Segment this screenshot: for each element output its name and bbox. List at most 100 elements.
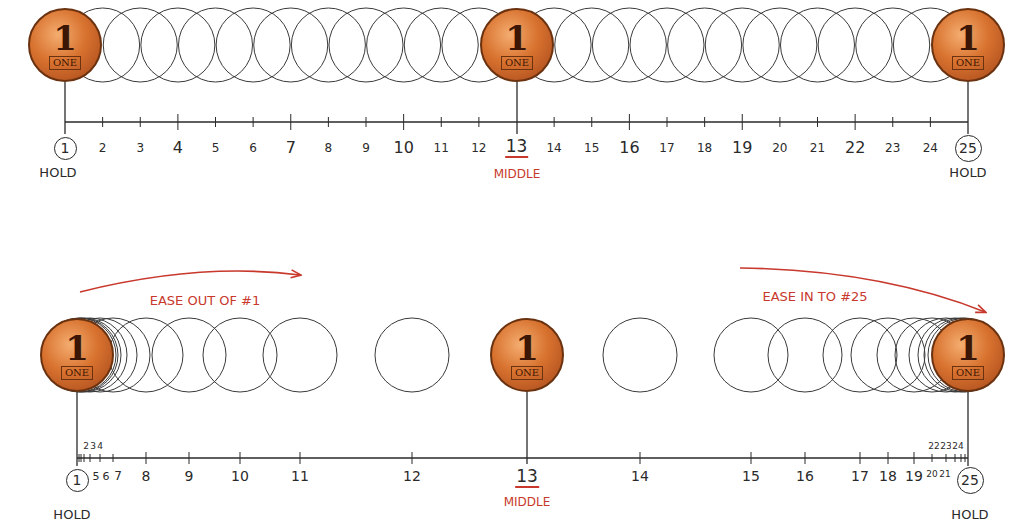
frame-tick [177, 114, 178, 130]
frame-tick [591, 117, 592, 127]
frame-number: 9 [361, 142, 371, 154]
hold-label: HOLD [948, 166, 987, 179]
frame-tick [554, 117, 555, 127]
frame-tick [478, 117, 479, 127]
frame-tick [366, 117, 367, 127]
frame-tick [81, 454, 82, 462]
frame-number: 24 [951, 442, 964, 451]
frame-tick [290, 114, 291, 130]
frame-tick [189, 452, 190, 464]
frame-number: 25 [961, 473, 979, 487]
frame-number: 24 [922, 142, 939, 154]
frame-number: 7 [113, 470, 123, 482]
frame-tick [146, 452, 147, 464]
coin-frame: 1ONE [931, 8, 1005, 82]
frame-tick [888, 452, 889, 464]
frame-tick [855, 114, 856, 130]
frame-number: 17 [850, 469, 870, 483]
key-drop-line [526, 392, 527, 464]
frame-tick [914, 452, 915, 464]
inbetween-outline [329, 8, 403, 82]
frame-tick [961, 454, 962, 462]
coin-inscription: ONE [511, 366, 543, 380]
frame-number: 25 [959, 141, 977, 155]
coin-frame: 1ONE [40, 318, 114, 392]
timeline [77, 457, 968, 458]
key-drop-line [967, 392, 968, 466]
coin-numeral: 1 [53, 21, 77, 55]
coin-numeral: 1 [956, 21, 980, 55]
key-drop-line [516, 82, 517, 134]
ease-arrow [80, 271, 300, 292]
frame-number: 22 [844, 140, 866, 156]
inbetween-outline [375, 318, 449, 392]
coin-frame: 1ONE [480, 8, 554, 82]
inbetween-outlines [42, 8, 1002, 392]
frame-number: 16 [795, 469, 815, 483]
frame-number: 6 [102, 471, 111, 482]
frame-tick [90, 454, 91, 462]
inbetween-outline [291, 8, 365, 82]
frame-tick [932, 454, 933, 462]
frame-tick [328, 117, 329, 127]
frame-number: 10 [392, 140, 414, 156]
inbetween-outline [592, 8, 666, 82]
hold-label: HOLD [52, 508, 91, 521]
frame-tick [805, 452, 806, 464]
ease-arrows [80, 268, 985, 312]
frame-number: 12 [402, 469, 422, 483]
frame-tick [640, 452, 641, 464]
inbetween-outline [263, 318, 337, 392]
frame-number: 12 [470, 142, 487, 154]
frame-tick [817, 117, 818, 127]
frame-number: 18 [696, 142, 713, 154]
coin-numeral: 1 [515, 331, 539, 365]
frame-tick [667, 117, 668, 127]
frame-number: 11 [290, 469, 310, 483]
frame-tick [441, 117, 442, 127]
frame-tick [140, 117, 141, 127]
frame-number: 1 [73, 473, 82, 487]
frame-tick [300, 452, 301, 464]
frame-tick [412, 452, 413, 464]
frame-number: 14 [630, 469, 650, 483]
inbetween-outline [714, 318, 788, 392]
frame-tick [253, 117, 254, 127]
frame-number: 8 [141, 469, 152, 483]
key-drop-line [967, 82, 968, 134]
frame-number: 14 [545, 142, 562, 154]
inbetween-outline [203, 318, 277, 392]
coin-inscription: ONE [49, 56, 81, 70]
inbetween-outline [668, 8, 742, 82]
coin-inscription: ONE [501, 56, 533, 70]
frame-tick [892, 117, 893, 127]
coin-inscription: ONE [952, 56, 984, 70]
frame-number: 19 [904, 469, 924, 483]
frame-number: 21 [938, 470, 951, 479]
inbetween-outline [367, 8, 441, 82]
frame-number: 21 [809, 142, 826, 154]
hold-label: HOLD [950, 508, 989, 521]
frame-tick [946, 454, 947, 462]
frame-number: 17 [658, 142, 675, 154]
inbetween-outline [141, 8, 215, 82]
frame-number: 3 [135, 142, 145, 154]
inbetween-outline [152, 318, 226, 392]
frame-number: 6 [248, 142, 258, 154]
frame-tick [100, 454, 101, 462]
inbetween-outline [768, 318, 842, 392]
hold-label: HOLD [38, 166, 77, 179]
frame-number: 20 [925, 470, 938, 479]
frame-number: 8 [324, 142, 334, 154]
frame-tick [965, 454, 966, 462]
frame-tick [215, 117, 216, 127]
ease-note: EASE OUT OF #1 [149, 294, 262, 307]
frame-tick [240, 452, 241, 464]
frame-number: 2 [98, 142, 108, 154]
inbetween-outline [603, 318, 677, 392]
coin-inscription: ONE [952, 366, 984, 380]
inbetween-outline [216, 8, 290, 82]
inbetween-outline [254, 8, 328, 82]
frame-tick [955, 454, 956, 462]
